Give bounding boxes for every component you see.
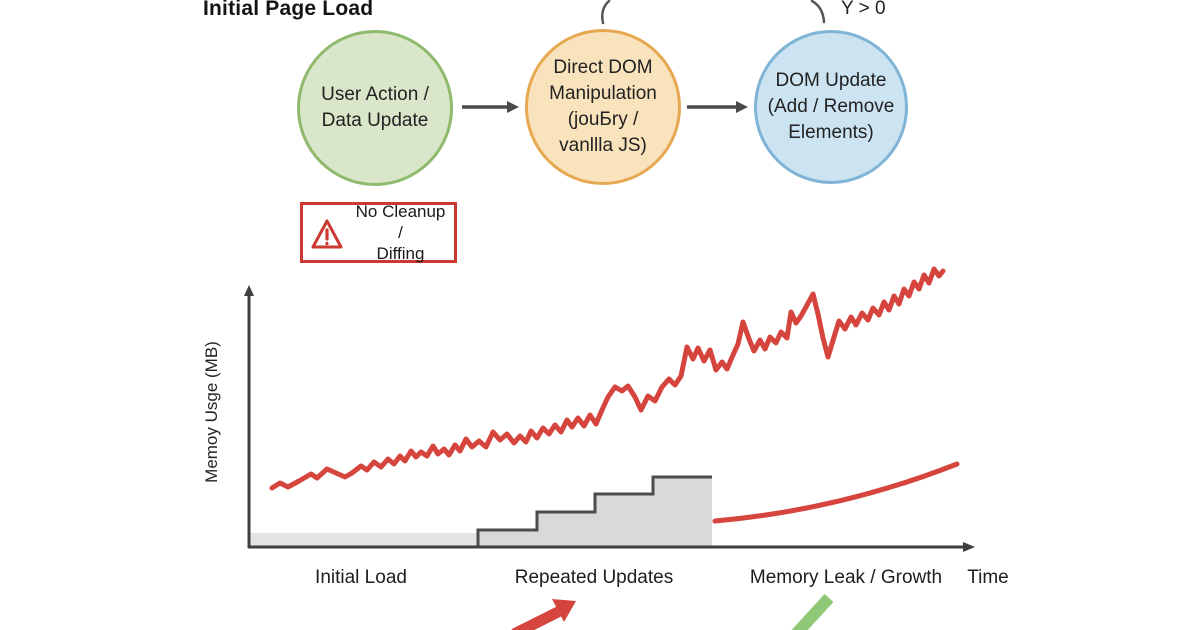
loop-arc-icon [810, 0, 826, 24]
red-growth-arrow-icon [511, 599, 576, 630]
node-dom-manipulation: Direct DOM Manipulation (jouБry / vanlll… [525, 29, 681, 185]
initial-load-baseline-area [250, 533, 477, 546]
x-tick-memory-leak-growth: Memory Leak / Growth [749, 567, 943, 588]
node-dom-update: DOM Update (Add / Remove Elements) [754, 30, 908, 184]
warning-triangle-icon [311, 219, 343, 248]
node-dom-update-label: DOM Update (Add / Remove Elements) [767, 70, 895, 143]
y-axis [244, 285, 254, 548]
memory-leak-line [269, 266, 946, 491]
stable-memory-curve [712, 461, 960, 524]
condition-label: Y > 0 [841, 0, 886, 19]
green-accent-stroke-icon [791, 593, 834, 630]
right-arrow-icon [736, 101, 748, 113]
right-arrowhead-icon [963, 542, 975, 552]
right-arrow-icon [507, 101, 519, 113]
warning-label: No Cleanup / Diffing [355, 202, 446, 263]
x-axis [248, 542, 975, 552]
flow-arrow-1 [462, 101, 519, 113]
warning-box: No Cleanup / Diffing [300, 202, 457, 263]
flow-arrow-2 [687, 101, 748, 113]
y-axis-label: Memoy Usge (MB) [202, 341, 221, 483]
page-title: Initial Page Load [203, 0, 374, 20]
up-arrowhead-icon [244, 285, 254, 296]
node-user-action: User Action / Data Update [297, 30, 453, 186]
x-tick-repeated-updates: Repeated Updates [514, 567, 674, 588]
x-tick-initial-load: Initial Load [315, 567, 407, 588]
node-dom-manipulation-label: Direct DOM Manipulation (jouБry / vanlll… [549, 57, 657, 156]
stepped-growth-outline [476, 475, 712, 546]
loop-arc-icon [601, 0, 611, 25]
node-user-action-label: User Action / Data Update [321, 84, 429, 131]
x-axis-title: Time [967, 567, 1009, 588]
